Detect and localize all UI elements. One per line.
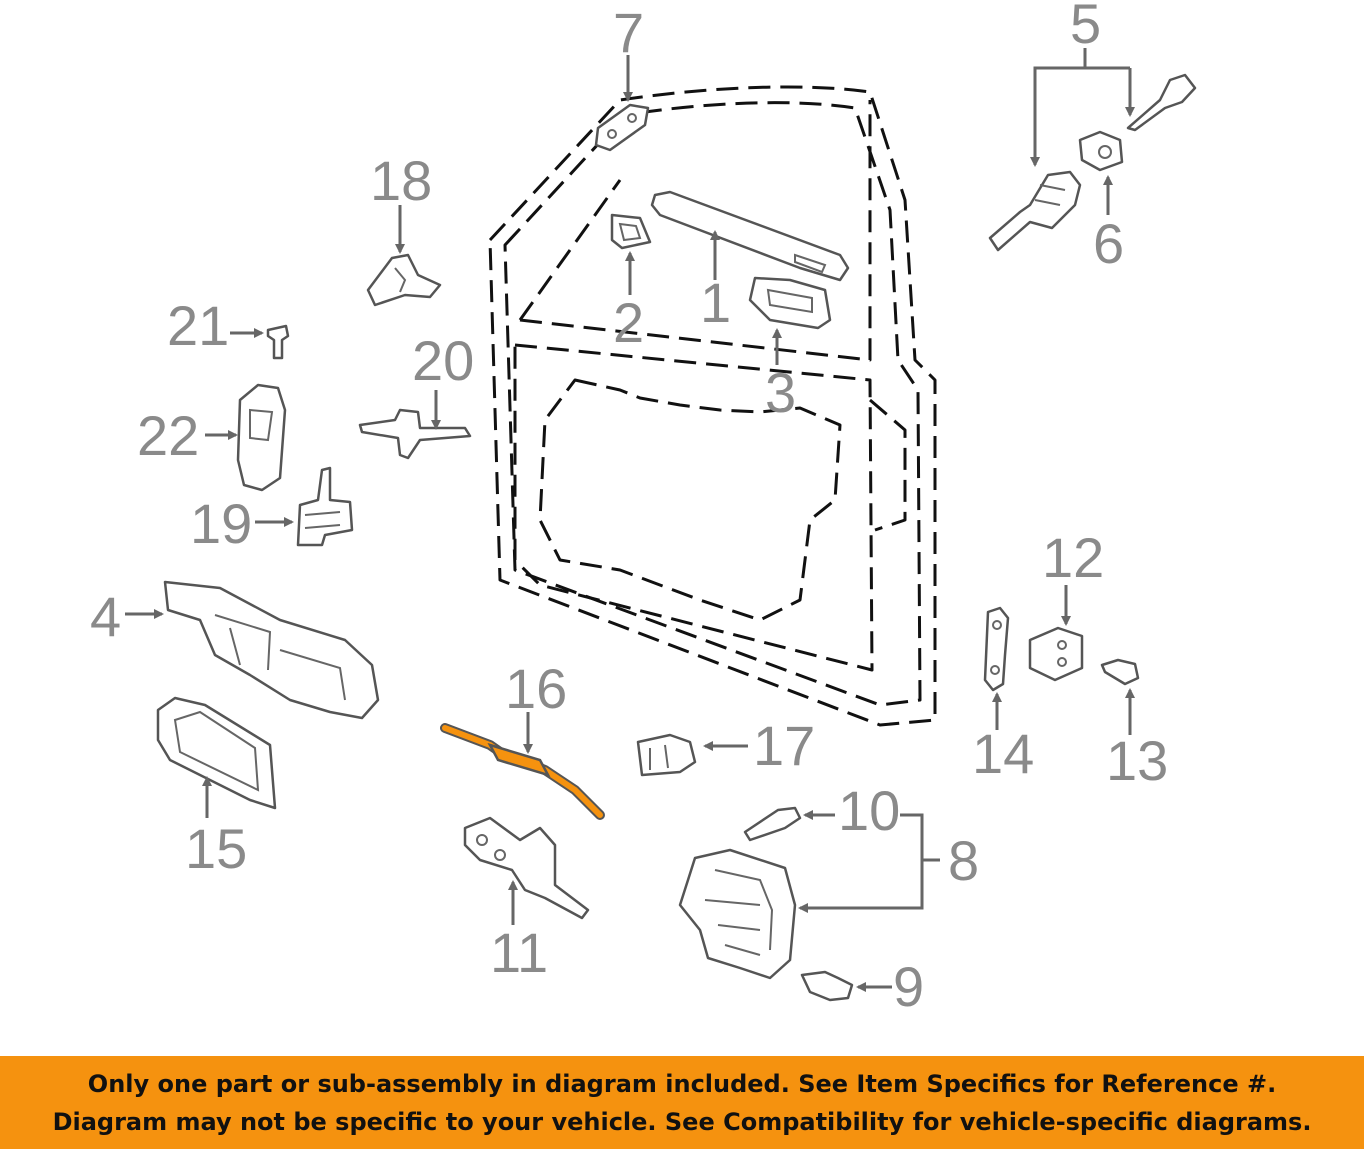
part-14-plate: 14 — [972, 606, 1034, 785]
disclaimer-line-2: Diagram may not be specific to your vehi… — [52, 1107, 1312, 1136]
part-2-handle-pad: 2 — [610, 213, 652, 354]
callout-20: 20 — [412, 329, 474, 392]
door-outline — [488, 85, 937, 727]
callout-15: 15 — [185, 817, 247, 880]
callout-1: 1 — [700, 271, 731, 334]
callout-10: 10 — [838, 779, 900, 842]
callout-4: 4 — [90, 585, 121, 648]
part-8-latch: 8 — [678, 813, 979, 980]
part-13-screw: 13 — [1100, 658, 1168, 792]
callout-8: 8 — [948, 829, 979, 892]
disclaimer-line-1: Only one part or sub-assembly in diagram… — [87, 1069, 1277, 1098]
part-5-lock-cylinder: 5 — [988, 0, 1197, 252]
callout-12: 12 — [1042, 526, 1104, 589]
callout-6: 6 — [1093, 212, 1124, 275]
part-1-outside-handle: 1 — [650, 190, 850, 334]
callout-11: 11 — [490, 921, 548, 984]
rod-sleeve — [487, 742, 551, 778]
parts-diagram: 1 2 3 5 6 7 — [90, 0, 1197, 1018]
part-3-bezel: 3 — [748, 276, 832, 424]
part-12-striker: 12 — [1028, 526, 1104, 682]
part-17-bumper: 17 — [636, 714, 815, 777]
callout-19: 19 — [190, 492, 252, 555]
part-21-bolt: 21 — [167, 294, 290, 360]
part-7-bracket: 7 — [594, 1, 650, 152]
callout-2: 2 — [613, 291, 644, 354]
part-9-bolt: 9 — [800, 955, 924, 1018]
disclaimer-banner: Only one part or sub-assembly in diagram… — [0, 1056, 1364, 1149]
callout-5: 5 — [1070, 0, 1101, 55]
part-20-rod-clip: 20 — [358, 329, 474, 460]
callout-17: 17 — [753, 714, 815, 777]
part-16-rod-highlighted: 16 — [440, 657, 605, 820]
part-4-handle-assembly: 4 — [90, 580, 380, 720]
part-6-retainer: 6 — [1078, 130, 1124, 275]
part-18-clip: 18 — [366, 149, 442, 307]
callout-22: 22 — [137, 404, 199, 467]
part-19-bracket: 19 — [190, 466, 354, 555]
callout-9: 9 — [893, 955, 924, 1018]
part-22-inside-handle: 22 — [137, 383, 287, 492]
callout-13: 13 — [1106, 729, 1168, 792]
part-11-hinge: 11 — [463, 816, 590, 984]
callout-7: 7 — [613, 1, 644, 64]
callout-21: 21 — [167, 294, 229, 357]
callout-18: 18 — [370, 149, 432, 212]
part-10-connector: 10 — [743, 779, 900, 842]
callout-3: 3 — [765, 361, 796, 424]
part-15-bezel: 15 — [156, 696, 277, 880]
callout-16: 16 — [505, 657, 567, 720]
callout-14: 14 — [972, 722, 1034, 785]
